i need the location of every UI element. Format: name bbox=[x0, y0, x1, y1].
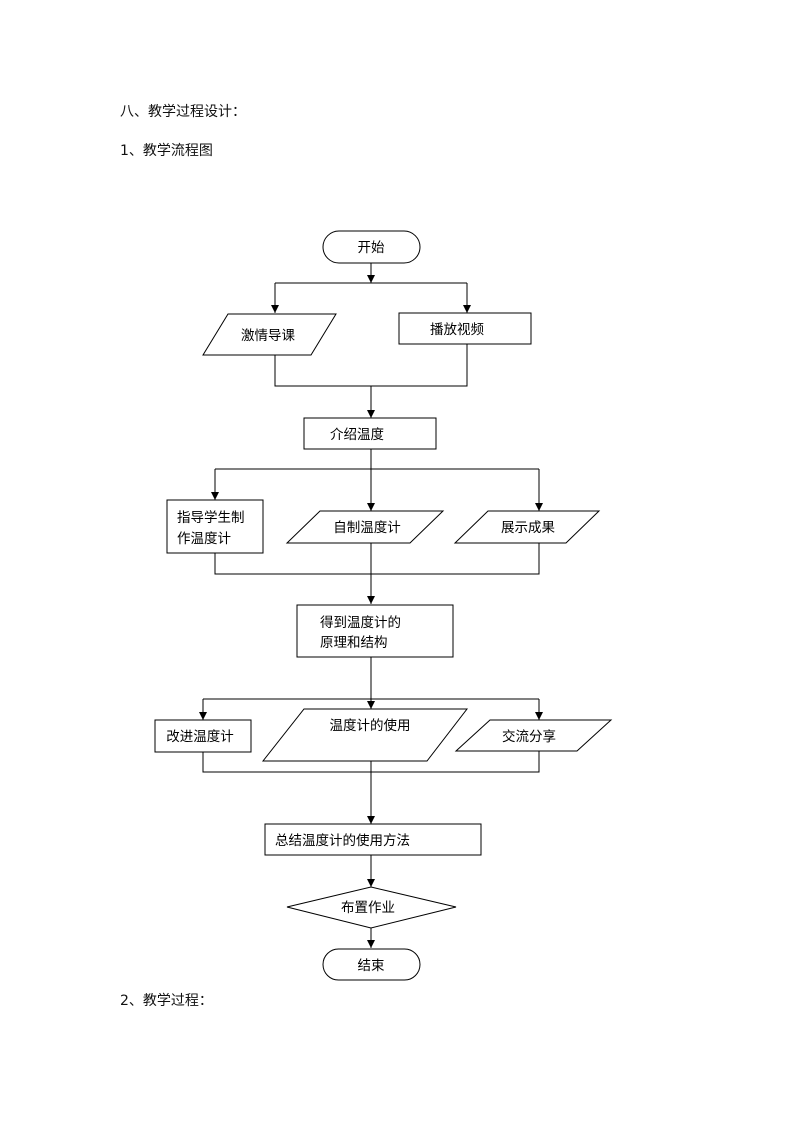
guide-make-label-line1: 指导学生制 bbox=[177, 510, 245, 526]
summary-box bbox=[264, 823, 482, 856]
share-label: 交流分享 bbox=[502, 728, 556, 745]
node-intro-temp: 介绍温度 bbox=[303, 417, 437, 450]
self-make-parallelogram bbox=[285, 510, 445, 544]
node-guide-make: 指导学生制 作温度计 bbox=[166, 499, 264, 554]
intro-temp-label: 介绍温度 bbox=[330, 427, 384, 443]
node-improve: 改进温度计 bbox=[154, 719, 252, 753]
connectors bbox=[199, 263, 543, 948]
share-parallelogram bbox=[454, 719, 613, 752]
show-results-parallelogram bbox=[453, 510, 601, 544]
principle-box bbox=[296, 604, 454, 658]
node-end: 结束 bbox=[322, 948, 421, 981]
end-label: 结束 bbox=[358, 958, 385, 974]
self-make-label: 自制温度计 bbox=[333, 520, 401, 536]
start-terminal bbox=[322, 230, 421, 264]
flowchart-subheading: 1、教学流程图 bbox=[120, 143, 213, 159]
node-start: 开始 bbox=[322, 230, 421, 264]
play-video-label: 播放视频 bbox=[430, 322, 484, 338]
homework-diamond bbox=[286, 886, 457, 929]
node-summary: 总结温度计的使用方法 bbox=[264, 823, 482, 856]
show-results-label: 展示成果 bbox=[501, 520, 555, 536]
usage-label: 温度计的使用 bbox=[330, 717, 411, 734]
process-subheading: 2、教学过程： bbox=[120, 993, 213, 1009]
section-heading: 八、教学过程设计： bbox=[120, 104, 246, 120]
node-show-results: 展示成果 bbox=[453, 510, 601, 544]
node-self-make: 自制温度计 bbox=[285, 510, 445, 544]
improve-label: 改进温度计 bbox=[166, 729, 234, 745]
homework-label: 布置作业 bbox=[341, 900, 395, 916]
node-play-video: 播放视频 bbox=[398, 312, 532, 345]
connector-merge-row2 bbox=[214, 543, 540, 575]
node-usage: 温度计的使用 bbox=[261, 708, 469, 762]
improve-box bbox=[154, 719, 252, 753]
principle-label-line1: 得到温度计的 bbox=[320, 614, 401, 631]
guide-make-label-line2: 作温度计 bbox=[177, 531, 231, 547]
intro-temp-box bbox=[303, 417, 437, 450]
principle-label-line2: 原理和结构 bbox=[320, 635, 388, 651]
node-share: 交流分享 bbox=[454, 719, 613, 752]
inspire-label: 激情导课 bbox=[241, 328, 295, 344]
summary-label: 总结温度计的使用方法 bbox=[275, 832, 410, 849]
start-label: 开始 bbox=[358, 240, 385, 256]
end-terminal bbox=[322, 948, 421, 981]
guide-make-box bbox=[166, 499, 264, 554]
node-inspire: 激情导课 bbox=[202, 313, 337, 356]
usage-parallelogram bbox=[261, 708, 469, 762]
play-video-box bbox=[398, 312, 532, 345]
node-principle: 得到温度计的 原理和结构 bbox=[296, 604, 454, 658]
inspire-parallelogram bbox=[202, 313, 337, 356]
node-homework: 布置作业 bbox=[286, 886, 457, 929]
